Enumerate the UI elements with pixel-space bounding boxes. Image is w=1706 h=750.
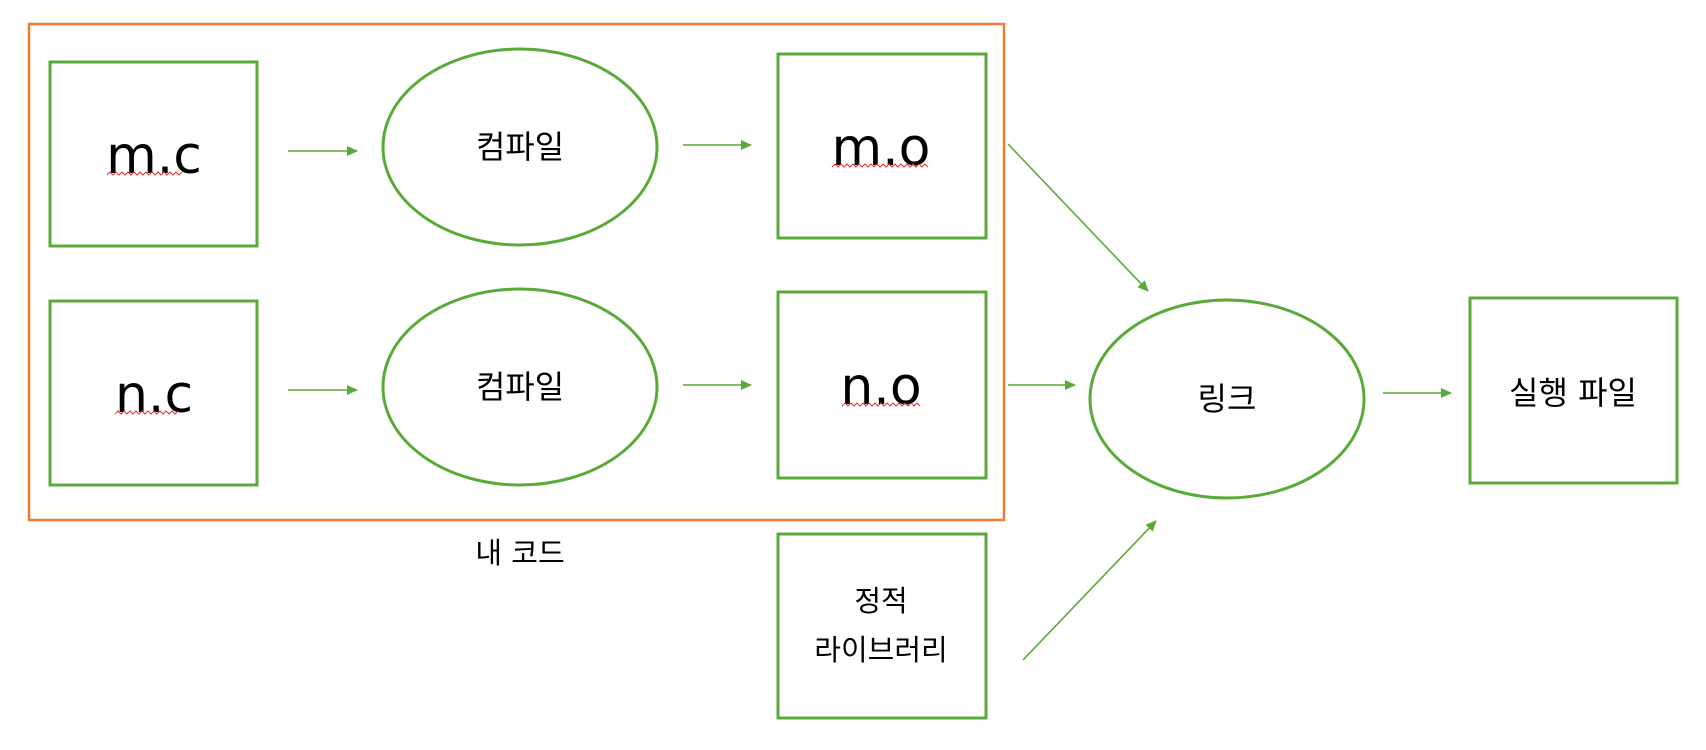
- executable-box: [1468, 296, 1679, 485]
- compile-label-2: 컴파일: [476, 368, 564, 406]
- link-label: 링크: [1198, 380, 1257, 418]
- static-library-box: [776, 532, 988, 720]
- m-c-source-box: [48, 60, 259, 248]
- compile-label-1: 컴파일: [476, 128, 564, 166]
- link-ellipse: [1088, 298, 1366, 500]
- n-o-object-box: [776, 290, 988, 480]
- m-o-object-box: [776, 52, 988, 240]
- spellcheck-underline: [841, 402, 921, 407]
- my-code-group-label: 내 코드: [475, 536, 564, 570]
- spellcheck-underline: [831, 163, 929, 168]
- compile-ellipse-1: [381, 47, 659, 247]
- n-o-label: n.o: [840, 357, 921, 417]
- arrow-static-library-to-link: [1022, 520, 1157, 661]
- executable-label: 실행 파일: [1509, 374, 1637, 412]
- n-c-source-box: [48, 299, 259, 487]
- n-c-label: n.c: [115, 365, 193, 425]
- my-code-group-box: [27, 22, 1006, 522]
- m-c-label: m.c: [106, 126, 202, 186]
- spellcheck-underline: [106, 171, 183, 176]
- arrow-m-o-to-link: [1007, 143, 1149, 292]
- static-library-label-line1: 정적: [854, 584, 907, 618]
- m-o-label: m.o: [832, 118, 931, 178]
- static-library-label-line2: 라이브러리: [814, 633, 947, 667]
- spellcheck-underline: [114, 410, 179, 415]
- compile-ellipse-2: [381, 287, 659, 487]
